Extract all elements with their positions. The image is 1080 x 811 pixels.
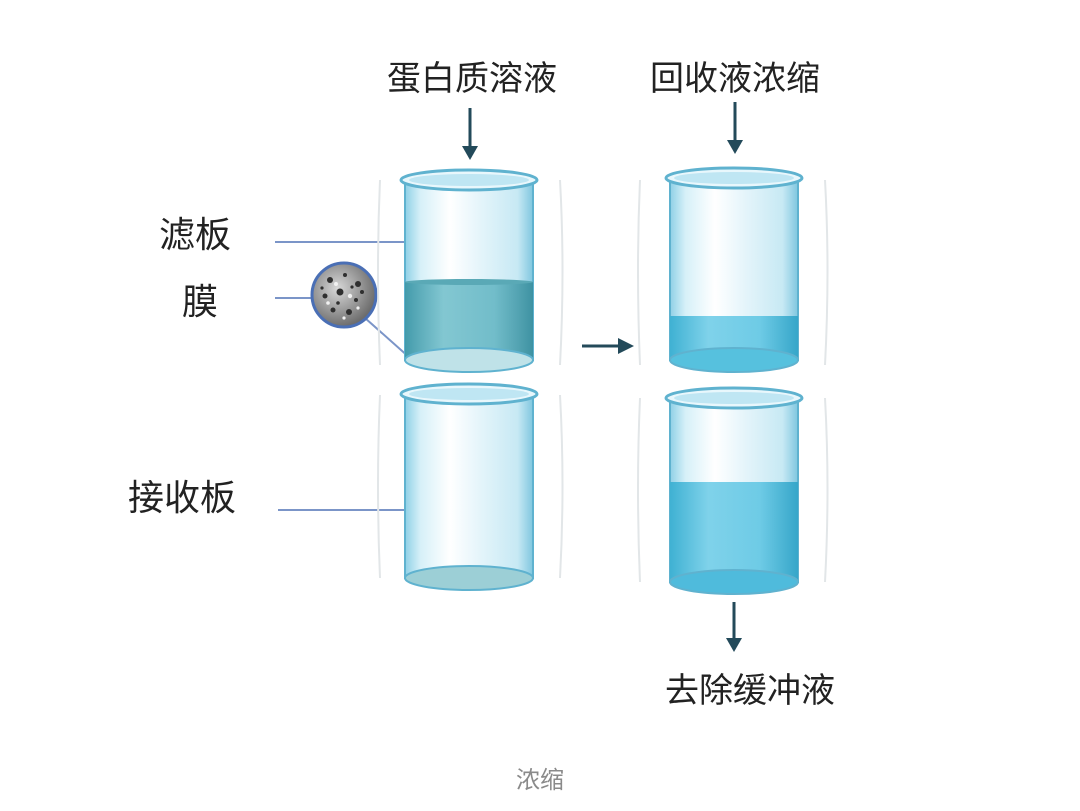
leader-line-membrane-to-beaker (364, 317, 411, 359)
receiver-plate-with-buffer-beaker (637, 386, 829, 595)
filter-plate-beaker (377, 168, 564, 373)
arrow-out-remove-buffer (726, 602, 742, 652)
label-remove-buffer: 去除缓冲液 (665, 671, 835, 711)
figure-caption: 浓缩 (516, 766, 564, 794)
receiver-plate-beaker (377, 382, 564, 591)
porous-membrane-closeup-icon (310, 261, 378, 329)
label-membrane: 膜 (182, 282, 218, 323)
concentrated-filter-plate-beaker (637, 166, 829, 373)
arrow-in-protein-solution (462, 108, 478, 160)
label-filter-plate: 滤板 (159, 215, 231, 256)
arrow-in-recovered-concentrate (727, 102, 743, 154)
label-recovered-concentrate: 回收液浓缩 (650, 59, 820, 99)
arrow-process-step (582, 338, 634, 354)
label-protein-solution: 蛋白质溶液 (387, 59, 557, 99)
label-receiver-plate: 接收板 (128, 478, 236, 519)
